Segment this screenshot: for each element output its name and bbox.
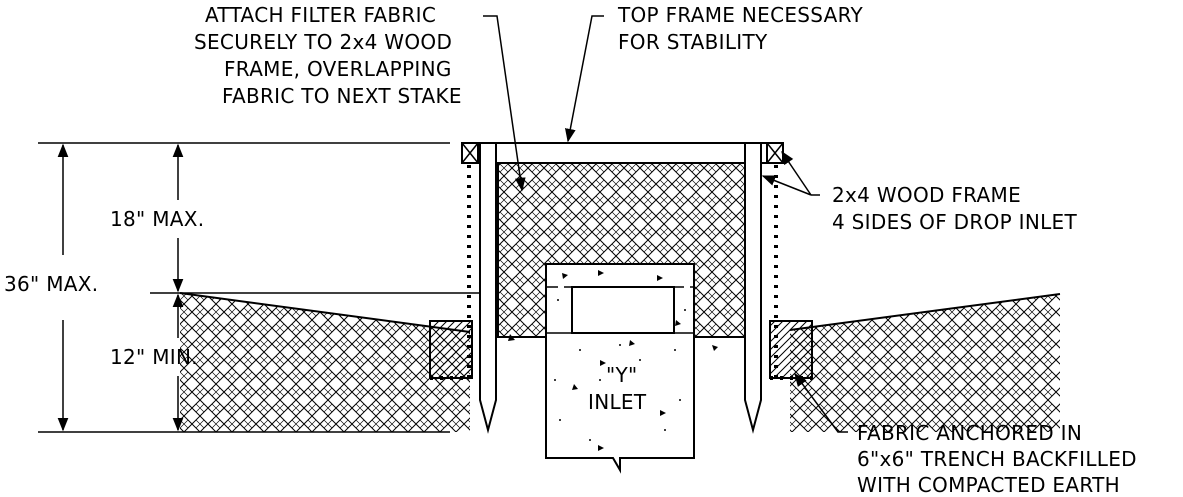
inlet-opening bbox=[571, 286, 675, 334]
top-frame-note-leader bbox=[564, 15, 604, 143]
left-trench-backfill bbox=[429, 320, 473, 379]
top-frame-note-line-1: TOP FRAME NECESSARY bbox=[617, 3, 864, 27]
concrete-aggregate bbox=[508, 270, 718, 451]
inlet-label-line-1: "Y" bbox=[606, 363, 638, 387]
left-stake bbox=[479, 142, 497, 434]
fabric-anchor-note-line-1: FABRIC ANCHORED IN bbox=[857, 421, 1082, 445]
wood-frame-note-line-2: 4 SIDES OF DROP INLET bbox=[832, 210, 1077, 234]
attach-note-line-4: FABRIC TO NEXT STAKE bbox=[222, 84, 462, 108]
fabric-anchor-note-line-3: WITH COMPACTED EARTH bbox=[857, 473, 1120, 497]
right-stake bbox=[744, 142, 762, 434]
dimension-below-ground: 12" MIN. bbox=[110, 345, 198, 369]
attach-note-line-2: SECURELY TO 2x4 WOOD bbox=[194, 30, 452, 54]
top-frame-note-line-2: FOR STABILITY bbox=[618, 30, 768, 54]
attach-note-leader bbox=[483, 15, 526, 192]
fabric-anchor-note-leader bbox=[794, 372, 848, 433]
dimension-total-height: 36" MAX. bbox=[4, 272, 98, 296]
wood-frame-note-line-1: 2x4 WOOD FRAME bbox=[832, 183, 1021, 207]
soil-fill bbox=[180, 293, 1060, 458]
dimension-above-ground: 18" MAX. bbox=[110, 207, 204, 231]
ground-surface-line bbox=[179, 292, 1061, 333]
attach-note-line-1: ATTACH FILTER FABRIC bbox=[205, 3, 436, 27]
fabric-anchor-note-line-2: 6"x6" TRENCH BACKFILLED bbox=[857, 447, 1137, 471]
attach-note-line-3: FRAME, OVERLAPPING bbox=[224, 57, 452, 81]
inlet-label-line-2: INLET bbox=[588, 390, 647, 414]
right-trench-backfill bbox=[769, 320, 813, 379]
